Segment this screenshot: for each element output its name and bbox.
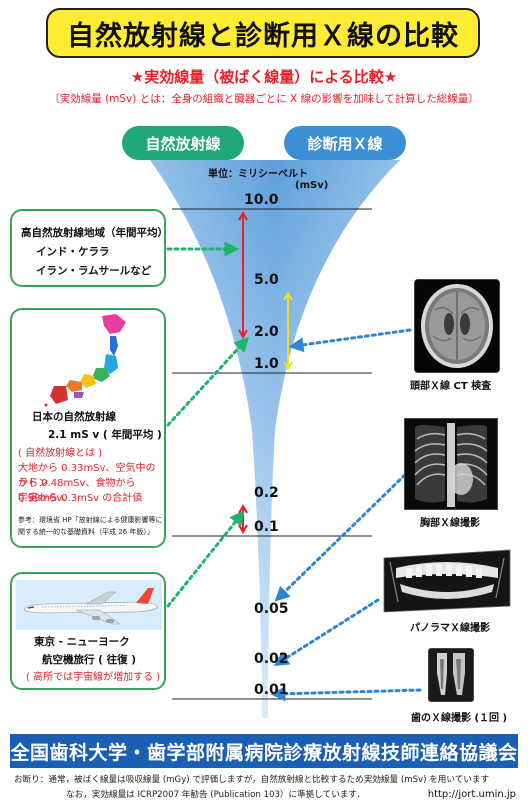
flight-box: 東京 - ニューヨーク 航空機旅行 ( 往復 ) ( 高所では宇宙線が増加する … [10, 572, 166, 690]
japan-value-text: 2.1 mS v ( 年間平均 ) [48, 429, 162, 441]
japan-heading: 日本の自然放射線 [32, 411, 116, 423]
scale-label: 10.0 [244, 192, 279, 208]
flight-note: ( 高所では宇宙線が増加する ) [26, 672, 161, 683]
arrow-panoramic [273, 598, 380, 667]
natural-radiation-header: 自然放射線 [122, 126, 244, 160]
japan-detail-title: ( 自然放射線とは ) [18, 448, 103, 459]
head-ct-range-arrow-top [283, 290, 293, 301]
airplane-icon [16, 580, 162, 630]
funnel-highlight [150, 160, 400, 718]
japan-natural-radiation-box: 日本の自然放射線 2.1 mS v ( 年間平均 ) ( 自然放射線とは ) 大… [10, 308, 166, 548]
head-ct-range-arrow-bottom [283, 361, 293, 372]
funnel-shape [150, 160, 400, 718]
japan-detail-line-3: 宇宙から 0.3mSv の合計値 [18, 493, 143, 504]
footer-note-2: なお，実効線量は ICRP2007 年勧告 (Publication 103）に… [66, 790, 366, 800]
high-area-range-arrow-bottom [238, 329, 248, 340]
panoramic-xray-caption: パノラマＸ線撮影 [410, 623, 490, 634]
scale-label: 0.01 [254, 682, 289, 698]
scale-label: 2.0 [254, 324, 279, 340]
flight-label: 航空機旅行 ( 往復 ) [42, 654, 137, 666]
high-area-range-arrow-top [238, 210, 248, 221]
chest-xray-caption: 胸部Ｘ線撮影 [420, 518, 480, 529]
dental-xray-image [428, 648, 474, 702]
head-ct-image [414, 279, 500, 373]
arrow-japan [166, 336, 250, 427]
unit-label: 単位：ミリシーベルト [208, 169, 308, 180]
dental-xray-caption: 歯のＸ線撮影 (１回 ) [411, 713, 508, 724]
organization-banner: 全国歯科大学・歯学部附属病院診療放射線技師連絡協議会 [10, 734, 518, 768]
arrow-flight [166, 510, 245, 608]
high-natural-radiation-box: 高自然放射線地域（年間平均） インド・ケララ イラン・ラムサールなど [10, 209, 168, 287]
scale-label: 0.1 [254, 519, 279, 535]
arrow-head-ct [288, 328, 412, 353]
japan-map-icon [44, 314, 126, 407]
scale-label: 0.05 [254, 601, 289, 617]
scale-label: 1.0 [254, 356, 279, 372]
high-area-heading: 高自然放射線地域（年間平均） [21, 227, 168, 239]
scale-label: 0.2 [254, 485, 279, 501]
head-ct-caption: 頭部Ｘ線 CT 検査 [410, 381, 492, 392]
medical-xray-header: 診断用Ｘ線 [284, 126, 406, 160]
high-area-range [238, 210, 248, 340]
website-url[interactable]: http://jort.umin.jp [427, 789, 516, 800]
subtitle: ★実効線量（被ばく線量）による比較★ [130, 68, 398, 86]
japan-reference-2: 関する統一的な基礎資料（平成 26 年版）」 [18, 528, 154, 536]
page-title: 自然放射線と診断用Ｘ線の比較 [46, 8, 480, 58]
dotted-arrows [166, 241, 422, 702]
high-area-line2: イラン・ラムサールなど [36, 265, 152, 277]
japan-detail-line-1: 大地から 0.33mSv、空気中のラドン [18, 463, 156, 489]
japan-reference-1: 参考：環境省 HP「放射線による健康影響等に [18, 516, 163, 524]
chest-xray-image [404, 418, 498, 510]
japan-detail-line-2: から 0.48mSv、食物から 0.99mSv、 [18, 478, 136, 504]
flight-route: 東京 - ニューヨーク [34, 636, 130, 648]
unit-abbrev-label: (mSv) [295, 180, 329, 191]
definition-text: 〔実効線量 (mSv) とは：全身の組織と臓器ごとに X 線の影響を加味して計算… [49, 93, 479, 105]
scale-label: 0.02 [254, 651, 289, 667]
panoramic-xray-image [382, 548, 512, 614]
arrow-dental [270, 686, 422, 702]
scale-label: 5.0 [254, 272, 279, 288]
footer-note-1: お断り：通常，被ばく線量は吸収線量 (mGy) で評価しますが，自然放射線と比較… [14, 775, 490, 785]
high-area-line1: インド・ケララ [36, 246, 110, 258]
flight-range [238, 503, 248, 535]
head-ct-range [283, 290, 293, 372]
flight-range-arrow-top [238, 503, 248, 514]
flight-range-arrow-bottom [238, 524, 248, 535]
